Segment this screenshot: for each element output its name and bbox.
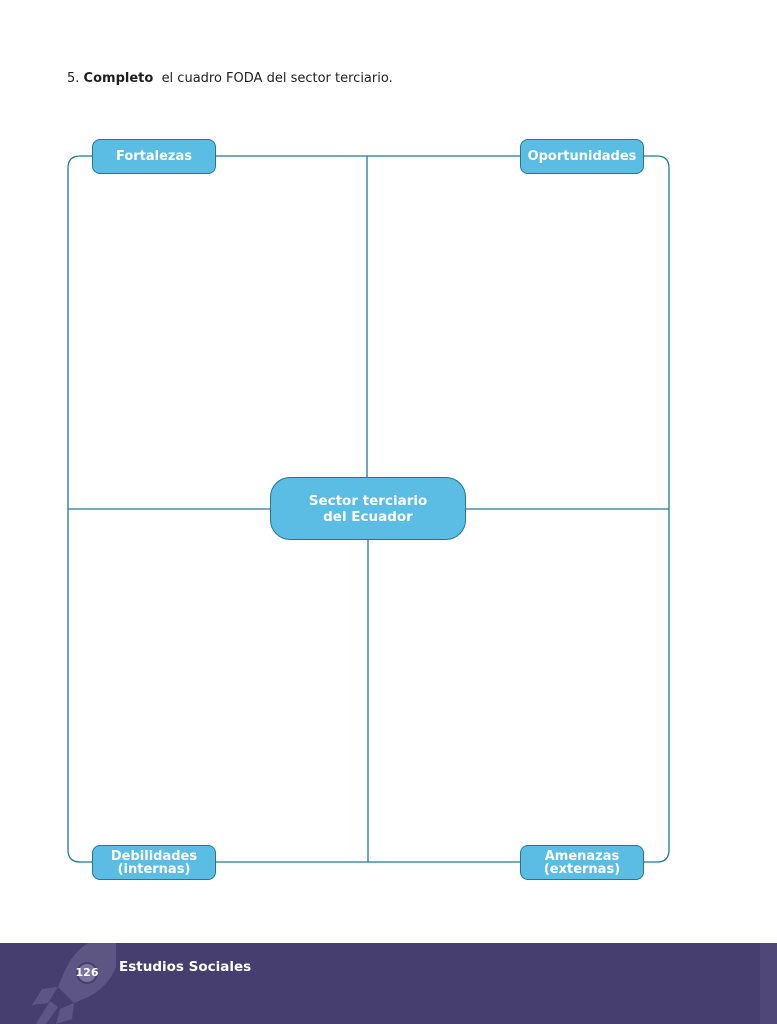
oportunidades-text: Oportunidades (527, 149, 637, 164)
center-topic-line-2: del Ecuador (323, 508, 413, 525)
oportunidades-label: Oportunidades (520, 139, 644, 174)
amenazas-label: Amenazas (externas) (520, 845, 644, 880)
page-number: 126 (75, 966, 99, 979)
debilidades-subtext: (internas) (117, 861, 191, 877)
page-footer: Estudios Sociales (0, 943, 777, 1024)
debilidades-text: Debilidades (110, 848, 198, 864)
instruction-line: 5. Completo el cuadro FODA del sector te… (67, 71, 393, 86)
instruction-text: el cuadro FODA del sector terciario. (161, 71, 393, 86)
footer-edge (760, 943, 777, 1024)
footer-subject: Estudios Sociales (119, 959, 252, 975)
foda-grid (67, 155, 670, 863)
fortalezas-text: Fortalezas (115, 149, 193, 164)
rocket-icon (32, 943, 116, 1024)
debilidades-label: Debilidades (internas) (92, 845, 216, 880)
fortalezas-label: Fortalezas (92, 139, 216, 174)
instruction-verb: Completo (83, 71, 154, 86)
center-topic-line-1: Sector terciario (308, 492, 428, 509)
center-topic-label: Sector terciario del Ecuador (270, 477, 466, 540)
amenazas-text: Amenazas (544, 848, 620, 864)
instruction-number: 5. (67, 71, 80, 86)
amenazas-subtext: (externas) (543, 861, 621, 877)
